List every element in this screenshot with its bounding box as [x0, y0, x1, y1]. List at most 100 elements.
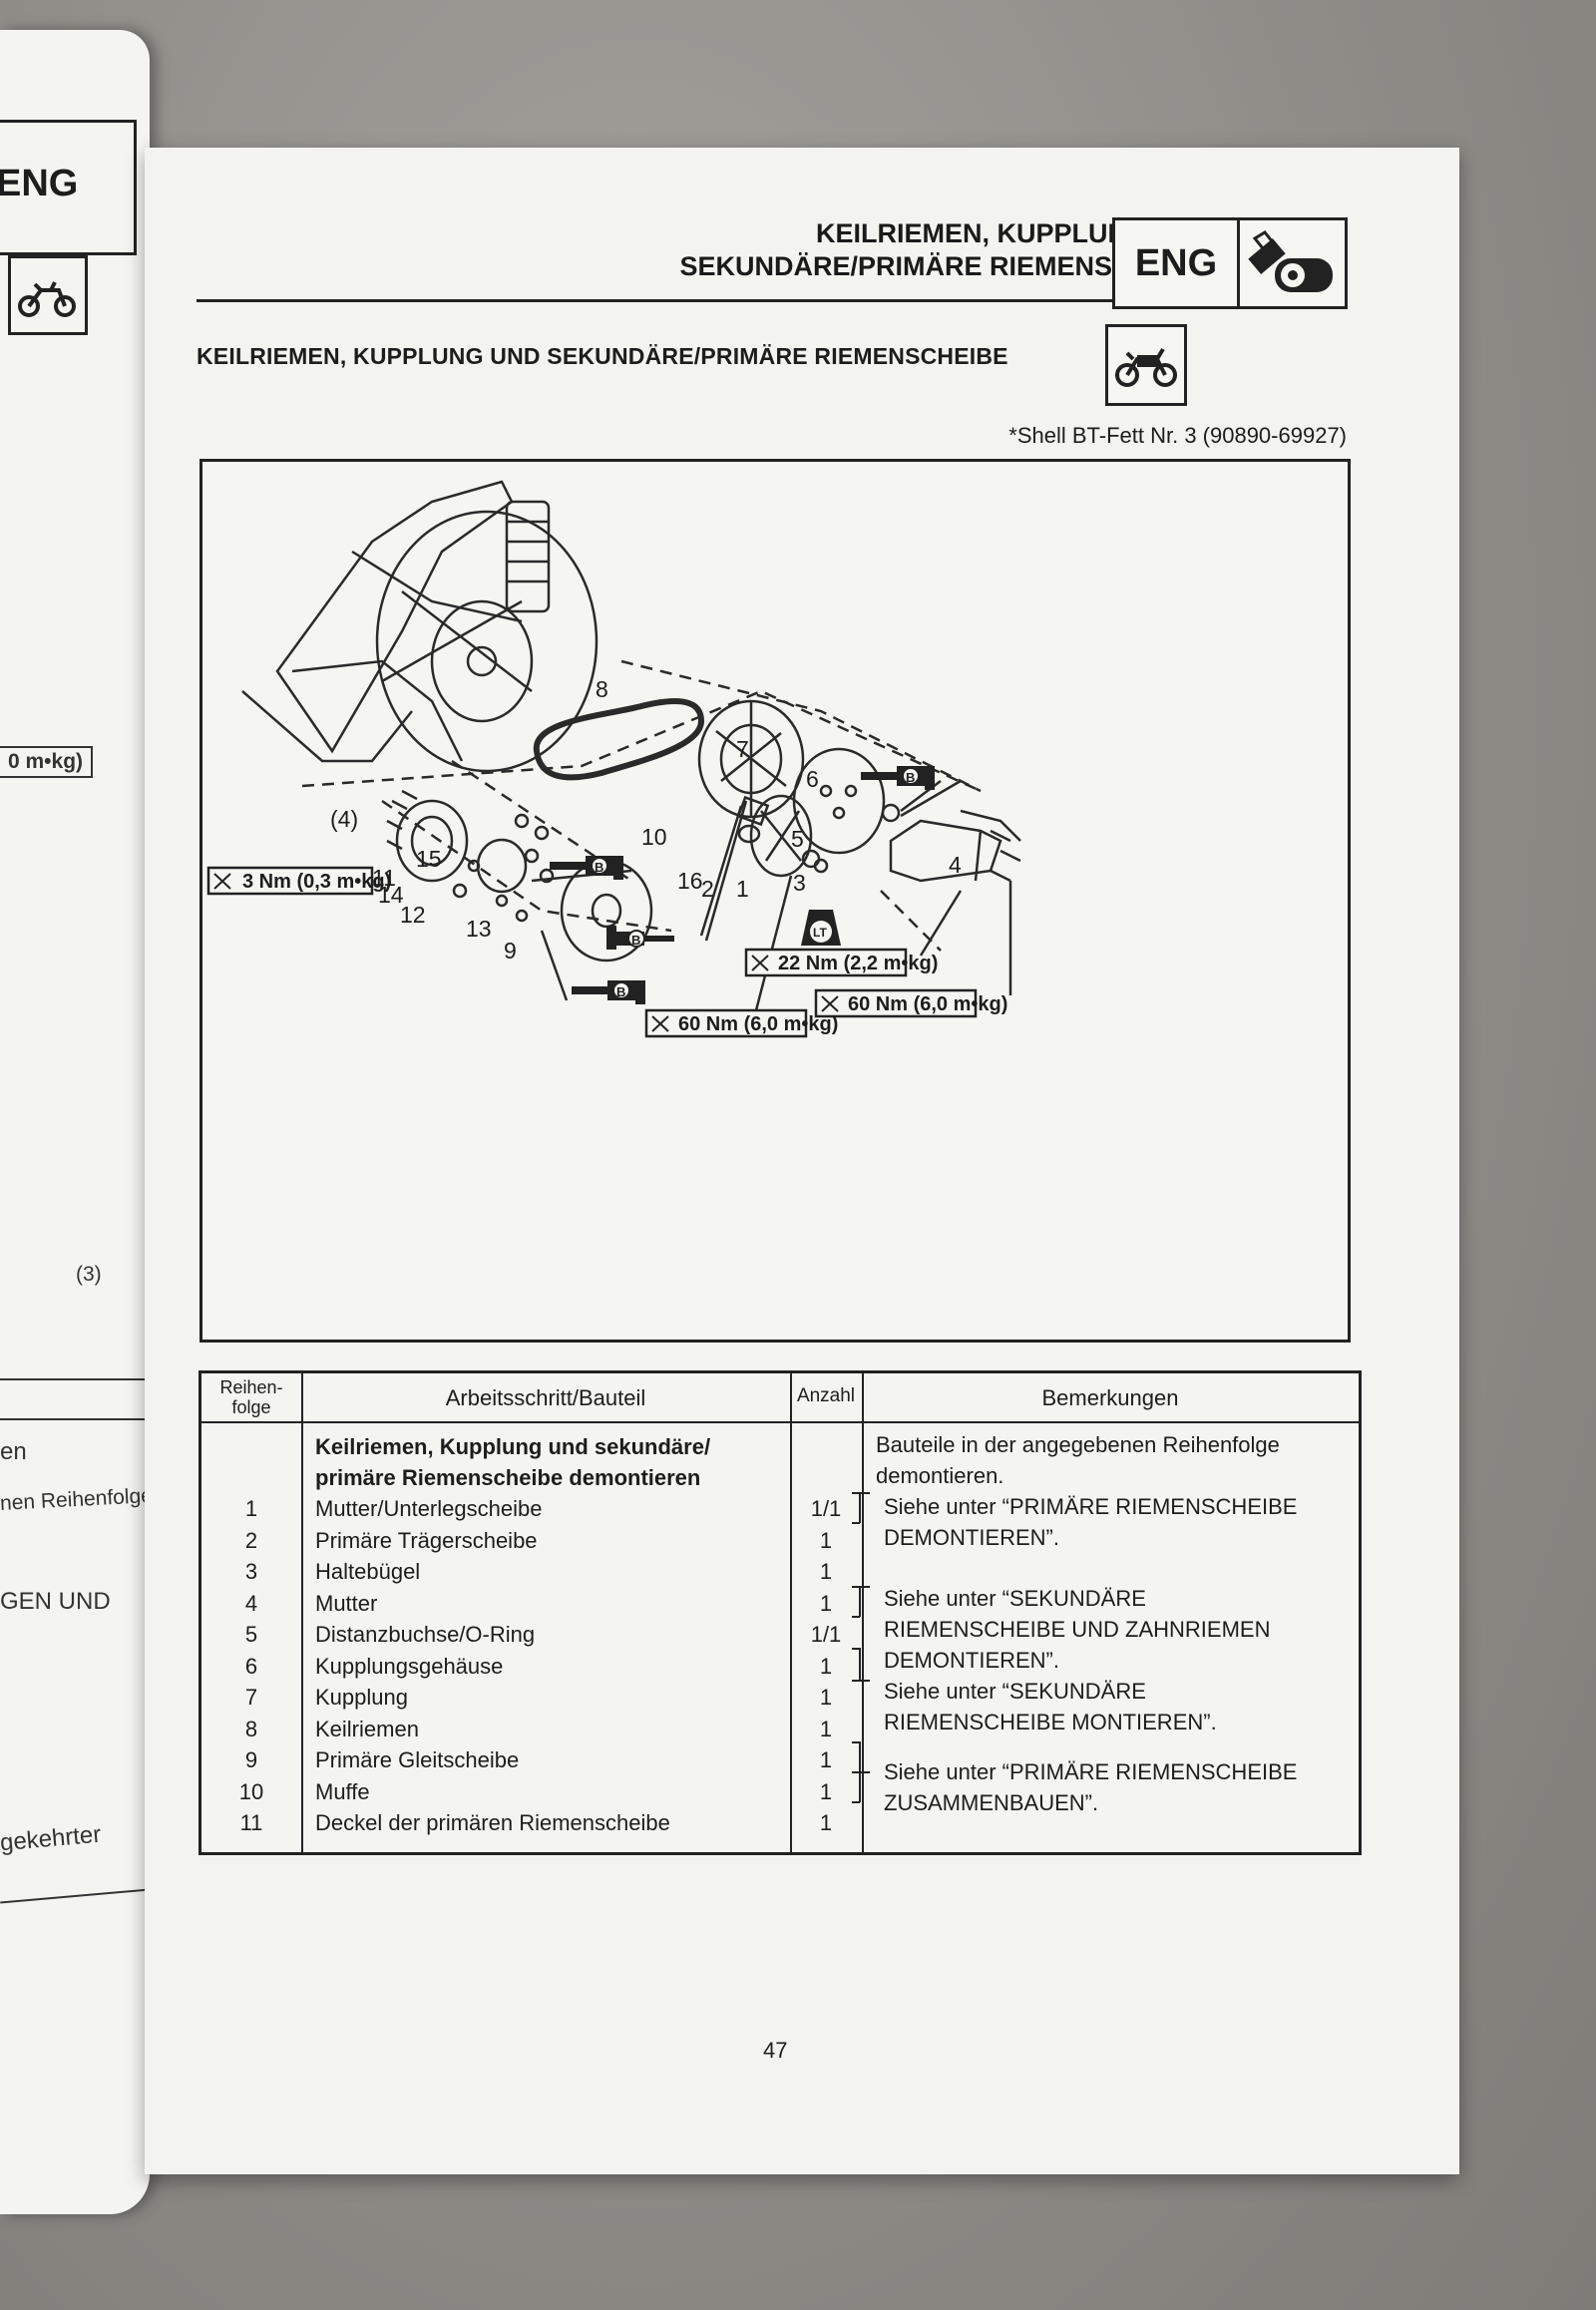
row-quantity: 1 — [819, 1527, 833, 1553]
part-number-labels: 8 7 6 5 4 3 2 1 16 10 9 11 (4) 12 13 14 … — [330, 676, 962, 963]
part-number: 1 — [736, 876, 749, 902]
row-number: 3 — [244, 1559, 258, 1584]
table-row: 1 Mutter/Unterlegscheibe 1/1 — [201, 1493, 862, 1524]
left-text-line: GEN UND — [0, 1588, 111, 1615]
part-number: 15 — [416, 846, 442, 872]
part-number: 5 — [791, 826, 804, 852]
part-number: 9 — [504, 938, 517, 963]
row-number: 1 — [244, 1496, 258, 1521]
torque-label: 60 Nm (6,0 m•kg) — [678, 1013, 838, 1035]
part-number: 12 — [400, 902, 426, 928]
table-row: 6 Kupplungsgehäuse 1 — [201, 1651, 862, 1682]
left-text-line: gekehrter — [0, 1820, 103, 1857]
header-title-line: SEKUNDÄRE/PRIMÄRE RIEMENSCHEIBE — [679, 251, 1214, 281]
row-number: 5 — [244, 1622, 258, 1647]
part-number: 4 — [949, 852, 962, 878]
row-part-name: Kupplungsgehäuse — [315, 1653, 504, 1679]
part-number: 13 — [466, 916, 492, 942]
row-part-name: Muffe — [315, 1778, 370, 1804]
row-number: 7 — [244, 1685, 258, 1710]
grease-symbol: B — [550, 856, 623, 880]
manual-page: KEILRIEMEN, KUPPLUNG UND SEKUNDÄRE/PRIMÄ… — [145, 148, 1459, 2174]
torque-label: 3 Nm (0,3 m•kg) — [242, 871, 391, 893]
left-text-line: nen Reihenfolge — [0, 1484, 150, 1515]
torque-box-22nm: 22 Nm (2,2 m•kg) — [744, 948, 938, 977]
part-number: 16 — [677, 868, 703, 894]
row-number: 6 — [244, 1653, 258, 1679]
grease-symbols: B B B B — [550, 766, 935, 1004]
grease-symbol: B — [861, 766, 935, 790]
row-number: 2 — [244, 1527, 258, 1553]
part-number: 7 — [736, 736, 749, 762]
page-header-title: KEILRIEMEN, KUPPLUNG UND SEKUNDÄRE/PRIMÄ… — [444, 217, 1214, 283]
motorcycle-icon — [1115, 347, 1177, 387]
grease-symbol: B — [606, 926, 674, 950]
row-quantity: 1 — [819, 1685, 833, 1710]
row-quantity: 1 — [819, 1716, 833, 1741]
grease-note: *Shell BT-Fett Nr. 3 (90890-69927) — [1008, 423, 1347, 448]
row-quantity: 1 — [819, 1590, 833, 1616]
svg-text:B: B — [906, 770, 915, 785]
section-motorcycle-box — [1105, 324, 1187, 406]
left-callout: (3) — [76, 1263, 102, 1286]
torque-label: 22 Nm (2,2 m•kg) — [778, 953, 938, 974]
torque-box-60nm-right: 60 Nm (6,0 m•kg) — [814, 988, 1007, 1018]
part-number: 14 — [378, 882, 404, 908]
part-number: 8 — [596, 676, 608, 702]
row-part-name: Deckel der primären Riemenscheibe — [315, 1810, 670, 1835]
left-eng-badge: ENG — [0, 120, 137, 255]
v-belt — [533, 698, 705, 781]
remark-primary-disassemble: Siehe unter “PRIMÄRE RIEMENSCHEIBE DEMON… — [884, 1494, 1298, 1550]
primary-sheave — [749, 794, 813, 878]
part-number: 6 — [806, 766, 819, 792]
svg-text:LT: LT — [813, 926, 827, 940]
row-quantity: 1 — [819, 1810, 833, 1835]
header-remarks: Bemerkungen — [1041, 1385, 1179, 1410]
row-part-name: Keilriemen — [315, 1716, 419, 1741]
table-row: 3 Haltebügel 1 — [201, 1556, 862, 1587]
row-quantity: 1/1 — [810, 1622, 842, 1647]
clutch-housing — [792, 747, 886, 855]
remark-brackets — [852, 1492, 870, 1803]
remark-intro: Bauteile in der angegebenen Reihenfolge … — [876, 1432, 1280, 1488]
row-quantity: 1/1 — [810, 1496, 842, 1521]
svg-text:B: B — [616, 984, 625, 999]
header-order: Reihen- folge — [219, 1377, 283, 1417]
row-part-name: Haltebügel — [315, 1559, 421, 1584]
remark-primary-assemble: Siehe unter “PRIMÄRE RIEMENSCHEIBE ZUSAM… — [884, 1759, 1298, 1815]
row-part-name: Mutter — [315, 1590, 378, 1616]
row-quantity: 1 — [819, 1778, 833, 1804]
locktite-symbol: LT — [801, 910, 841, 946]
row-quantity: 1 — [819, 1653, 833, 1679]
torque-box-60nm-left: 60 Nm (6,0 m•kg) — [644, 1008, 838, 1038]
header-step: Arbeitsschritt/Bauteil — [445, 1385, 646, 1410]
shock-absorber — [505, 500, 551, 613]
row-number: 11 — [239, 1810, 263, 1835]
row-part-name: Distanzbuchse/O-Ring — [315, 1622, 536, 1647]
row-quantity: 1 — [819, 1559, 833, 1584]
holding-bracket — [889, 819, 1002, 883]
table-row: 5 Distanzbuchse/O-Ring 1/1 — [201, 1619, 862, 1650]
row-part-name: Mutter/Unterlegscheibe — [315, 1496, 543, 1521]
table-row: 11 Deckel der primären Riemenscheibe 1 — [201, 1807, 862, 1838]
remark-secondary-install: Siehe unter “SEKUNDÄRE RIEMENSCHEIBE MON… — [884, 1679, 1217, 1734]
row-number: 9 — [244, 1747, 258, 1772]
part-number: 2 — [701, 876, 714, 902]
left-moto-box — [8, 255, 88, 335]
torque-label: 60 Nm (6,0 m•kg) — [848, 993, 1007, 1015]
exploded-diagram: B B B B — [200, 459, 1351, 1343]
remark-secondary-disassemble: Siehe unter “SEKUNDÄRE RIEMENSCHEIBE UND… — [884, 1586, 1271, 1673]
left-text-line: en — [0, 1438, 27, 1465]
left-eng-label: ENG — [0, 163, 79, 204]
exploded-diagram-drawing: B B B B — [206, 480, 1021, 1038]
previous-page: ENG 0 m•kg) (3) en nen Reihenfolge GEN U… — [0, 30, 150, 2214]
svg-text:B: B — [631, 933, 640, 948]
part-number: 3 — [793, 870, 806, 896]
row-quantity: 1 — [819, 1747, 833, 1772]
part-number: 11 — [372, 865, 396, 891]
